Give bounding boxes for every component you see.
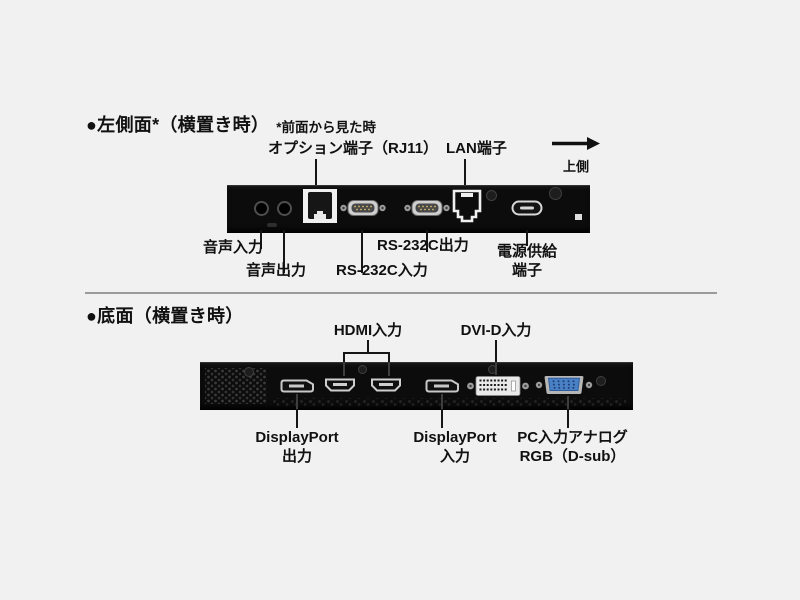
label-displayport-in: DisplayPort 入力 (400, 428, 510, 466)
audio-in-jack-icon (254, 201, 269, 216)
leader-stub-hdmi-2 (388, 363, 390, 376)
dvi-d-port-icon (467, 376, 529, 396)
hdmi-1-port-icon (325, 378, 355, 392)
leader-stub-vga (567, 396, 569, 409)
leader-line-rs232c-out (426, 230, 428, 252)
panel-detail (267, 223, 277, 227)
label-pc-analog-rgb: PC入力アナログ RGB（D-sub） (505, 428, 640, 466)
label-pc-analog-line2: RGB（D-sub） (519, 448, 626, 465)
label-pc-analog-line1: PC入力アナログ (517, 429, 628, 446)
left-side-panel (227, 185, 590, 233)
label-power-supply-line1: 電源供給 (496, 243, 557, 260)
displayport-in-port-icon (425, 379, 459, 393)
hdmi-2-port-icon (371, 378, 401, 392)
label-audio-in: 音声入力 (203, 239, 264, 256)
screw-icon (486, 190, 497, 201)
vent-holes (205, 368, 267, 404)
label-dvi-d-in: DVI-D入力 (460, 322, 532, 339)
label-dp-out-line1: DisplayPort (255, 429, 339, 446)
label-hdmi-in: HDMI入力 (333, 322, 403, 339)
left-side-section-header: ●左側面*（横置き時） *前面から見た時 (86, 111, 376, 137)
label-rs232c-in: RS-232C入力 (336, 262, 428, 279)
power-supply-port-icon (511, 200, 543, 216)
screw-icon (549, 187, 562, 200)
screw-icon (244, 367, 254, 377)
leader-stub-dvi (495, 363, 497, 375)
lan-rj45-port-icon (452, 189, 482, 223)
label-dp-out-line2: 出力 (281, 448, 312, 465)
screw-icon (596, 376, 606, 386)
leader-line-power (526, 230, 528, 246)
audio-out-jack-icon (277, 201, 292, 216)
displayport-out-port-icon (280, 379, 314, 393)
rj11-option-port-icon (303, 189, 337, 223)
rs232c-out-port-icon (404, 200, 450, 216)
rs232c-in-port-icon (340, 200, 386, 216)
leader-line-hdmi-fork (343, 352, 390, 354)
leader-line-option (315, 159, 317, 187)
leader-line-audio-in (260, 230, 262, 249)
right-arrow-icon (552, 137, 600, 150)
leader-line-audio-out (283, 230, 285, 273)
leader-line-dp-out (296, 408, 298, 428)
section-divider (85, 292, 717, 294)
leader-line-rs232c-in (361, 230, 363, 273)
leader-line-hdmi-1 (343, 352, 345, 362)
leader-line-lan (464, 159, 466, 187)
label-dp-in-line1: DisplayPort (413, 429, 497, 446)
leader-stub-dp-out (296, 394, 298, 409)
leader-line-dvi (495, 340, 497, 362)
leader-line-hdmi-2 (388, 352, 390, 362)
left-side-title: ●左側面*（横置き時） (86, 115, 270, 135)
panel-detail (575, 214, 582, 220)
label-power-supply-line2: 端子 (511, 262, 542, 279)
leader-line-vga (567, 408, 569, 428)
label-audio-out: 音声出力 (246, 262, 307, 279)
leader-line-hdmi (367, 340, 369, 352)
left-side-note: *前面から見た時 (276, 120, 376, 135)
vent-holes-strip (270, 398, 626, 407)
leader-stub-hdmi-1 (343, 363, 345, 376)
bottom-panel (200, 362, 633, 410)
direction-indicator: 上側 (550, 136, 602, 175)
label-option-rj11: オプション端子（RJ11） (268, 140, 439, 157)
screw-icon (358, 365, 367, 374)
label-power-supply: 電源供給 端子 (487, 242, 567, 280)
label-lan: LAN端子 (446, 140, 507, 157)
direction-label: 上側 (562, 159, 589, 174)
leader-line-dp-in (441, 408, 443, 428)
leader-stub-dp-in (441, 394, 443, 409)
bottom-section-header: ●底面（横置き時） (86, 302, 244, 328)
label-dp-in-line2: 入力 (439, 448, 470, 465)
vga-dsub-port-icon (535, 376, 593, 394)
label-displayport-out: DisplayPort 出力 (245, 428, 349, 466)
label-rs232c-out: RS-232C出力 (377, 237, 469, 254)
bottom-title: ●底面（横置き時） (86, 306, 244, 326)
